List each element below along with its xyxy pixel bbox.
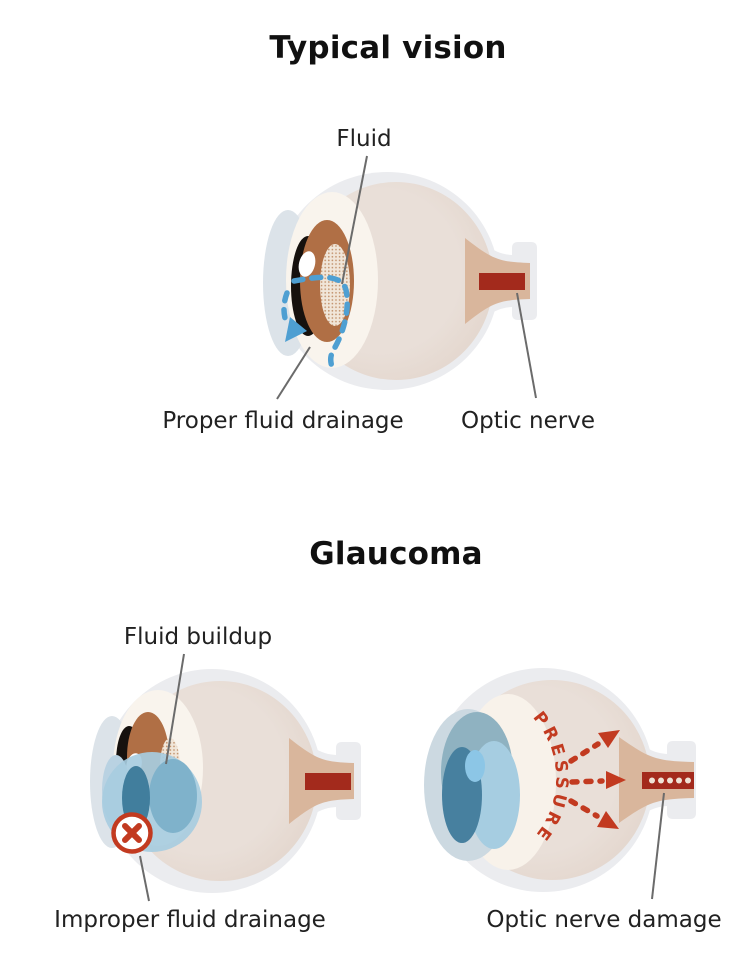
swollen-lens-highlight: [465, 750, 485, 782]
pupil-highlight: [298, 251, 316, 277]
optic-nerve-damage-label: Optic nerve damage: [486, 907, 722, 933]
pressure-arrow-middle: [569, 771, 626, 789]
optic-nerve-core: [479, 273, 525, 290]
fluid-buildup-leader-line: [165, 653, 185, 765]
fluid-flow-path: [291, 274, 350, 370]
proper-fluid-drainage-label: Proper fluid drainage: [162, 408, 404, 434]
proper-drainage-leader-line: [276, 346, 311, 400]
fluid-flow-path-left: [281, 290, 290, 321]
glaucoma-pressure-eye-diagram: PRESSURE: [424, 668, 696, 900]
optic-nerve-leader-line: [516, 292, 537, 399]
blocked-drainage-icon: [111, 812, 153, 854]
fluid-label: Fluid: [336, 126, 392, 152]
improper-drainage-leader-line: [139, 855, 150, 902]
optic-nerve-core: [305, 773, 351, 790]
pressure-arrow-top: [568, 730, 620, 764]
nerve-damage-dots: [649, 777, 691, 784]
optic-nerve-damage-leader-line: [651, 792, 665, 900]
glaucoma-title: Glaucoma: [309, 536, 483, 572]
fluid-buildup-label: Fluid buildup: [123, 624, 273, 650]
typical-eye-diagram: [263, 155, 537, 400]
pressure-arrow-bottom: [568, 798, 619, 829]
typical-vision-title: Typical vision: [269, 30, 507, 66]
optic-nerve-label: Optic nerve: [460, 408, 596, 434]
improper-fluid-drainage-label: Improper fluid drainage: [54, 907, 326, 933]
fluid-buildup-medium: [149, 759, 197, 833]
glaucoma-blocked-eye-diagram: [90, 653, 361, 902]
lens: [320, 244, 350, 326]
blocked-x-stroke-2: [122, 823, 142, 843]
fluid-drainage-arrowhead: [285, 317, 307, 342]
fluid-leader-line: [341, 155, 368, 285]
